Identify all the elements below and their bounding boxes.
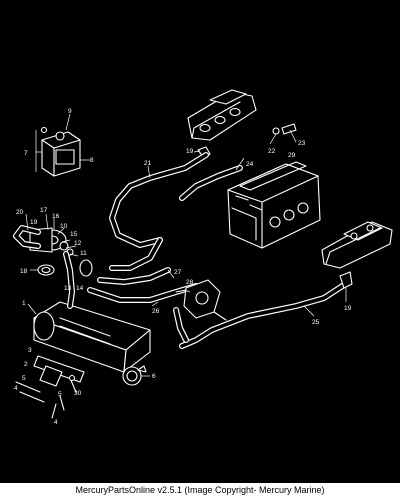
callout-19-left: 19 (30, 219, 38, 226)
heat-exchanger (33, 301, 151, 373)
hose-clamp-6 (122, 365, 147, 386)
coolant-reservoir (35, 126, 81, 177)
water-hose-26 (87, 283, 199, 303)
callout-23: 23 (298, 140, 306, 147)
water-hose-24 (179, 165, 243, 201)
thermostat-housing (175, 279, 227, 321)
callout-3: 3 (28, 347, 32, 354)
callout-16: 16 (52, 213, 60, 220)
callout-15: 15 (70, 231, 78, 238)
callout-18: 18 (20, 268, 28, 275)
callout-28: 28 (186, 279, 194, 286)
hose-clamp-18 (37, 264, 55, 276)
callout-10: 10 (60, 223, 68, 230)
callout-26: 26 (152, 308, 160, 315)
callout-5-left: 5 (22, 375, 26, 382)
callout-29: 29 (288, 152, 296, 159)
callout-22: 22 (268, 148, 276, 155)
mounting-bracket (33, 355, 85, 387)
callout-11: 11 (80, 250, 87, 257)
callout-8: 8 (90, 157, 94, 164)
water-hose-25 (179, 282, 347, 349)
water-hose-21 (109, 152, 209, 248)
callout-14: 14 (76, 285, 84, 292)
callout-4-bottom: 4 (54, 419, 58, 426)
callout-17: 17 (40, 207, 48, 214)
callout-6: 6 (152, 373, 156, 380)
callout-13: 13 (64, 285, 72, 292)
callout-25: 25 (312, 319, 320, 326)
exhaust-manifold-starboard (321, 221, 393, 269)
water-hose-cross (109, 237, 189, 343)
callout-1: 1 (22, 300, 26, 307)
callout-19-right: 19 (344, 305, 352, 312)
water-hose-20 (13, 225, 41, 249)
callout-27: 27 (174, 269, 182, 276)
leader-lines (25, 113, 347, 377)
callout-20: 20 (16, 209, 24, 216)
callout-2: 2 (24, 361, 28, 368)
callout-19-upper: 19 (186, 148, 194, 155)
water-hose-27 (97, 267, 171, 285)
engine-block (227, 161, 321, 249)
copyright-footer: MercuryPartsOnline v2.5.1 (Image Copyrig… (0, 483, 400, 497)
callout-5-right: 5 (58, 391, 62, 398)
callout-7: 7 (24, 150, 28, 157)
callout-4-left: 4 (14, 385, 18, 392)
elbow-fitting-lower-right (339, 271, 353, 289)
callout-24: 24 (246, 161, 254, 168)
callout-9: 9 (68, 108, 72, 115)
callout-21: 21 (144, 160, 152, 167)
callout-30: 30 (74, 390, 82, 397)
water-hose-13 (63, 251, 75, 309)
exhaust-manifold-port (187, 89, 257, 141)
callout-labels: 9 7 8 21 19 22 29 23 24 20 19 17 16 10 1… (14, 108, 352, 426)
callout-12: 12 (74, 240, 82, 247)
hose-clamp-14 (79, 259, 93, 277)
mounting-bolts (15, 374, 77, 419)
drain-plug-assembly (272, 123, 297, 135)
